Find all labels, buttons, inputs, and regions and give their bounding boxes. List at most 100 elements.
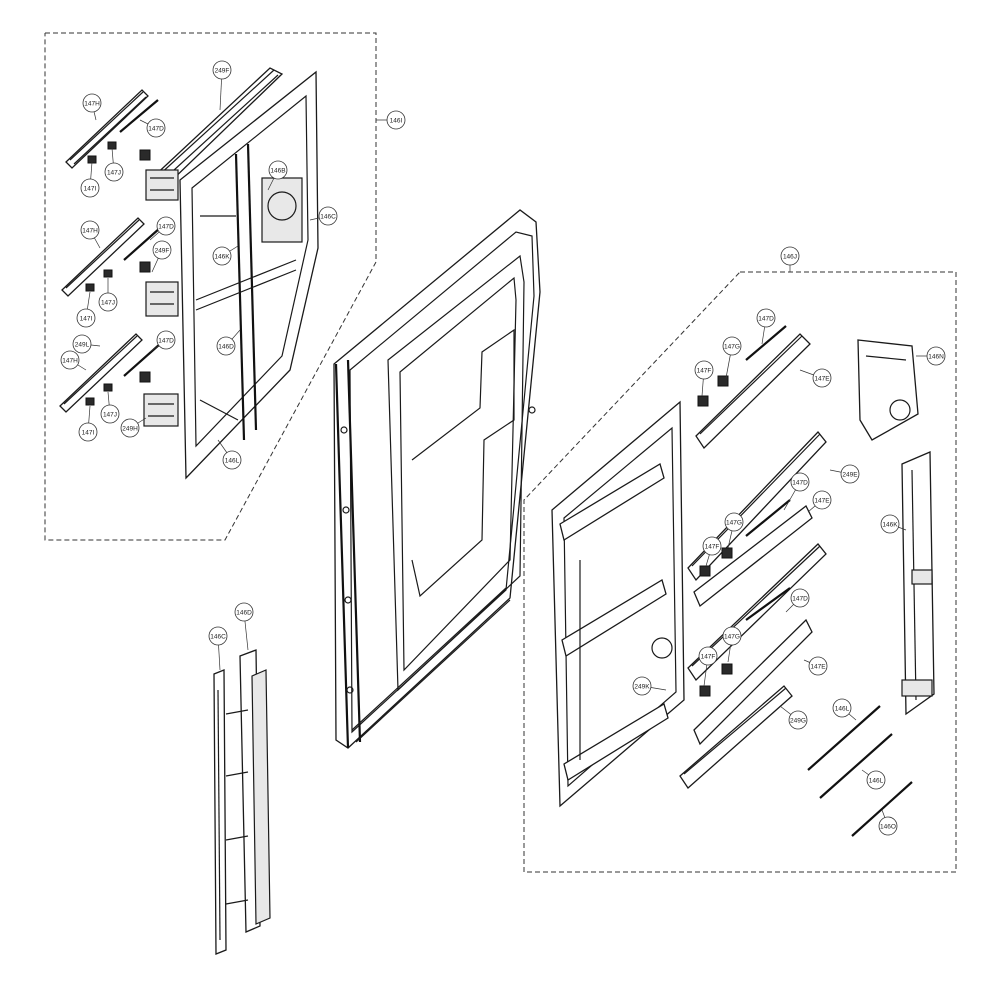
callout-147f: 147F [698,646,718,687]
callout-text: 146N [928,353,944,360]
callout-147h: 147H [60,350,87,371]
callout-146c: 146C [208,626,228,671]
callout-text: 147D [792,595,808,602]
callout-146c: 146C [309,206,338,226]
callout-147e: 147E [803,656,828,676]
callout-text: 147H [62,357,78,364]
callout-147j: 147J [100,391,120,424]
center-door-panel [333,209,541,749]
callout-147h: 147H [80,220,101,249]
clip-147i-147j-low [85,371,151,406]
callout-text: 147G [726,519,742,526]
callout-text: 249G [790,717,806,724]
callout-147d: 147D [149,216,176,241]
callout-circle [80,220,100,240]
callout-circle [222,450,242,470]
callout-146d: 146D [216,329,241,356]
callout-circle [698,646,718,666]
callout-text: 146K [214,253,230,260]
callout-circle [82,93,102,113]
callout-147d: 147D [785,588,810,613]
callout-147i: 147I [78,405,98,442]
callout-text: 249F [215,67,230,74]
callout-147g: 147G [722,336,742,379]
callout-text: 146C [210,633,226,640]
vertical-strip-146c [213,669,227,955]
callout-text: 147F [701,653,716,660]
bracket-top [145,169,179,201]
callout-circle [790,588,810,608]
callout-text: 147I [82,429,95,436]
callout-circle [724,512,744,532]
bracket-mid [145,281,179,317]
callout-circle [756,308,776,328]
callout-circle [156,216,176,236]
callout-146l: 146L [861,769,886,790]
callout-147d: 147D [149,330,176,353]
callout-146d: 146D [234,602,254,651]
callout-text: 147J [107,169,121,176]
callout-circle [812,490,832,510]
callout-147d: 147D [756,308,776,345]
callout-146i: 146I [376,110,406,130]
rod-147d-top [119,99,159,133]
callout-text: 146L [869,777,884,784]
callout-circle [318,206,338,226]
callout-labels: 147H 249F 147D 147I 147J 146B 146C 146K 146I 147H… [60,60,946,836]
callout-circle [926,346,946,366]
callout-147f: 147F [702,536,722,567]
callout-249l: 249L [72,334,101,354]
callout-circle [702,536,722,556]
callout-circle [60,350,80,370]
callout-circle [72,334,92,354]
callout-circle [78,422,98,442]
callout-circle [808,656,828,676]
callout-text: 147D [758,315,774,322]
callout-text: 146O [880,823,896,830]
callout-circle [878,816,898,836]
callout-text: 147G [724,343,740,350]
callout-circle [812,368,832,388]
vertical-strip-146d [225,649,271,933]
callout-text: 147E [814,375,830,382]
callout-147j: 147J [104,147,124,182]
callout-249f: 249F [212,60,232,111]
rod-147d-mid [123,227,161,261]
rods-146l-146o [807,705,913,837]
callout-circle [840,464,860,484]
callout-circle [216,336,236,356]
callout-circle [98,292,118,312]
callout-text: 147D [158,337,174,344]
callout-text: 147E [814,497,830,504]
callout-text: 146B [270,167,285,174]
rail-249g [679,685,793,789]
callout-circle [788,710,808,730]
callout-text: 147I [80,315,93,322]
callout-circle [234,602,254,622]
callout-circle [212,60,232,80]
rail-147e-low [693,587,813,746]
callout-146l: 146L [832,698,857,721]
callout-147h: 147H [82,93,102,121]
callout-circle [880,514,900,534]
callout-circle [120,418,140,438]
rail-147h-mid [61,217,145,297]
callout-147f: 147F [694,360,714,397]
callout-text: 249H [122,425,138,432]
callout-text: 249E [842,471,858,478]
callout-circle [212,246,232,266]
callout-147j: 147J [98,278,118,312]
callout-circle [694,360,714,380]
callout-circle [386,110,406,130]
callout-147d: 147D [783,472,810,511]
callout-circle [722,336,742,356]
callout-147e: 147E [807,490,832,513]
callout-146n: 146N [916,346,946,366]
callout-249e: 249E [829,464,860,484]
callout-text: 146J [783,253,797,260]
dashed-boundary-left [44,32,377,541]
callout-146b: 146B [267,160,288,191]
callout-text: 249F [155,247,170,254]
callout-147i: 147I [80,161,100,198]
callout-circle [832,698,852,718]
